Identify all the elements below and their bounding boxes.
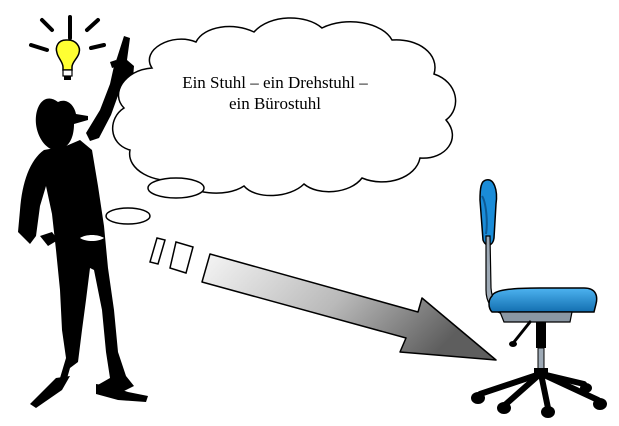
diagonal-arrow-icon — [150, 238, 496, 360]
thought-bubble-text: Ein Stuhl – ein Drehstuhl – ein Bürostuh… — [170, 72, 380, 114]
light-bulb-icon — [31, 17, 104, 80]
office-swivel-chair-icon — [471, 180, 607, 418]
thought-bubble — [106, 18, 456, 224]
thought-dot-large — [148, 178, 204, 198]
thought-line-2: ein Bürostuhl — [170, 93, 380, 114]
thought-dot-small — [106, 208, 150, 224]
thought-line-1: Ein Stuhl – ein Drehstuhl – — [170, 72, 380, 93]
